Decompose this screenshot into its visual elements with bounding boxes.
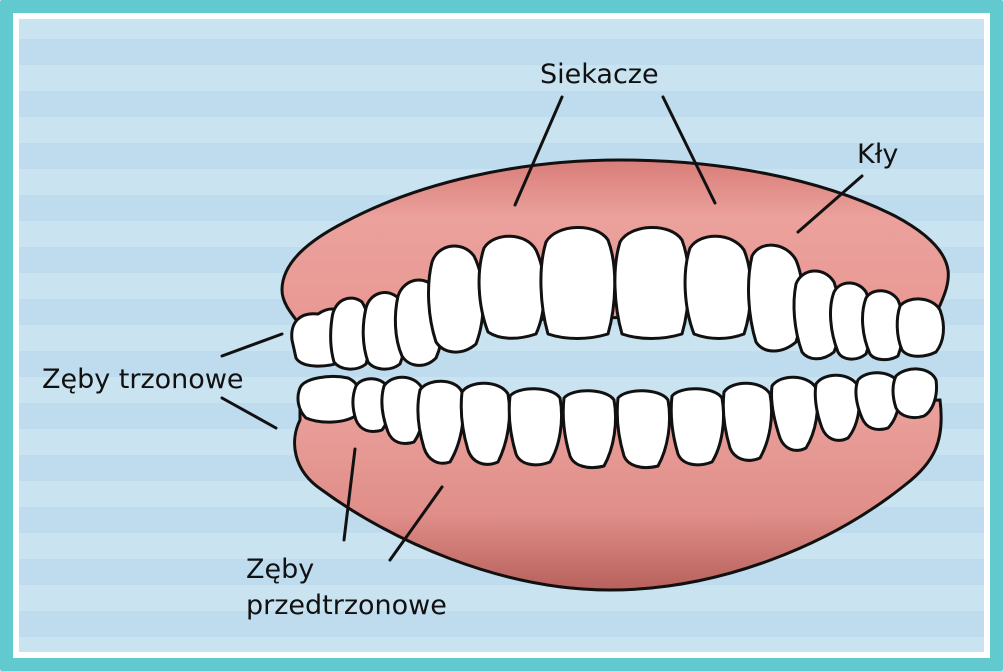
label-premolars-line1: Zęby — [246, 554, 314, 585]
upper-molar-right — [897, 299, 943, 356]
lower-incisor-left-3 — [461, 383, 509, 464]
upper-lateral-incisor-left — [429, 246, 484, 352]
lower-premolar-right-1 — [815, 375, 859, 440]
upper-incisor-left-1 — [541, 227, 615, 338]
label-premolars-line2: przedtrzonowe — [246, 590, 447, 621]
lower-incisor-left-1 — [563, 391, 615, 468]
lower-canine-left — [418, 381, 464, 463]
upper-incisor-left-2 — [479, 236, 544, 338]
upper-incisor-right-1 — [615, 227, 689, 338]
lower-molar-right — [893, 369, 937, 418]
lower-incisor-left-2 — [509, 389, 561, 465]
lower-incisor-right-1 — [617, 391, 669, 468]
label-molars: Zęby trzonowe — [42, 364, 244, 395]
molars-leader-lower — [222, 398, 276, 428]
upper-incisor-right-2 — [685, 236, 751, 338]
label-canines: Kły — [857, 139, 898, 170]
label-incisors: Siekacze — [540, 59, 659, 90]
molars-leader-upper — [222, 334, 282, 356]
lower-incisor-right-3 — [723, 383, 771, 460]
lower-incisor-right-2 — [671, 389, 723, 465]
